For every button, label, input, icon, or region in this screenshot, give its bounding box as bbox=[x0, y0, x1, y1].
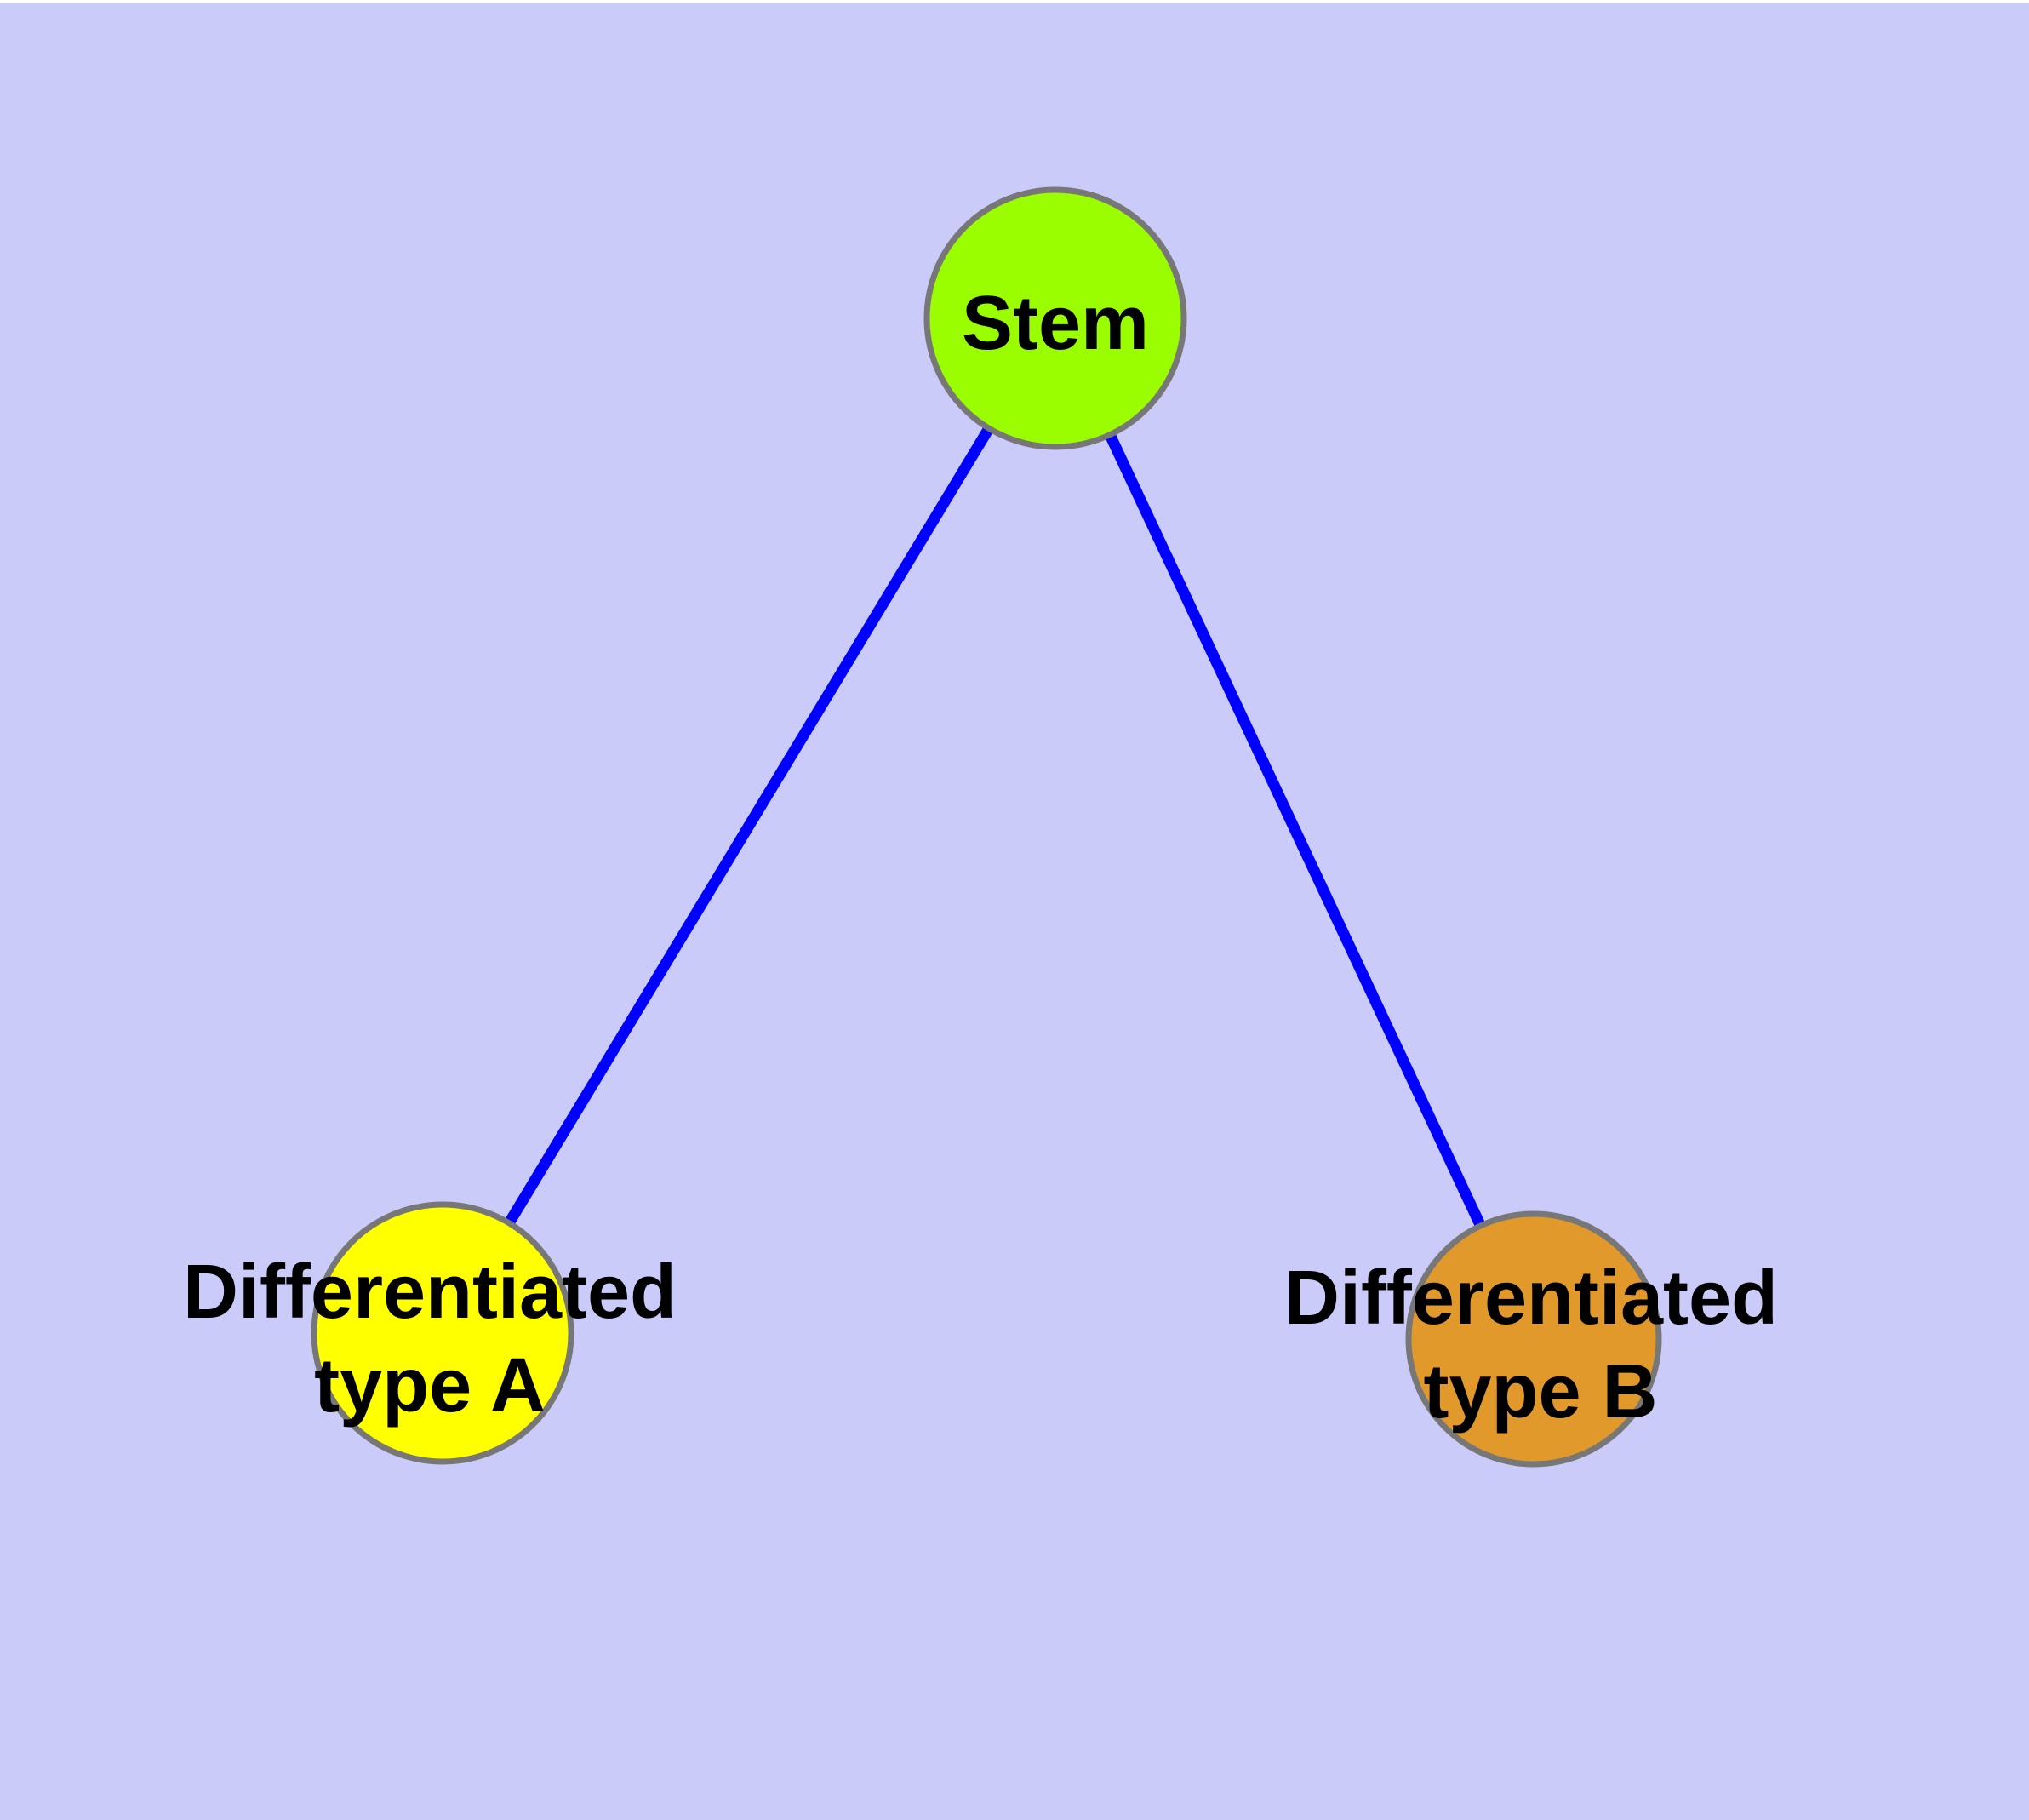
node-type-b-label-line2: type B bbox=[1423, 1349, 1657, 1434]
edge-stem-to-type-b bbox=[1050, 316, 1539, 1342]
node-type-a-label-line2: type A bbox=[314, 1343, 546, 1428]
node-stem-circle bbox=[923, 186, 1187, 450]
node-stem-label: Stem bbox=[962, 281, 1149, 366]
node-type-b-circle bbox=[1405, 1210, 1662, 1468]
node-type-a-label-line1: Differentiated bbox=[183, 1250, 677, 1335]
node-type-b-label-line1: Differentiated bbox=[1284, 1256, 1778, 1341]
node-differentiated-type-a: Differentiated type A bbox=[183, 1201, 677, 1465]
node-stem: Stem bbox=[923, 186, 1187, 450]
edge-stem-to-type-a bbox=[437, 315, 1060, 1336]
node-differentiated-type-b: Differentiated type B bbox=[1284, 1210, 1778, 1468]
node-type-a-circle bbox=[311, 1201, 574, 1465]
